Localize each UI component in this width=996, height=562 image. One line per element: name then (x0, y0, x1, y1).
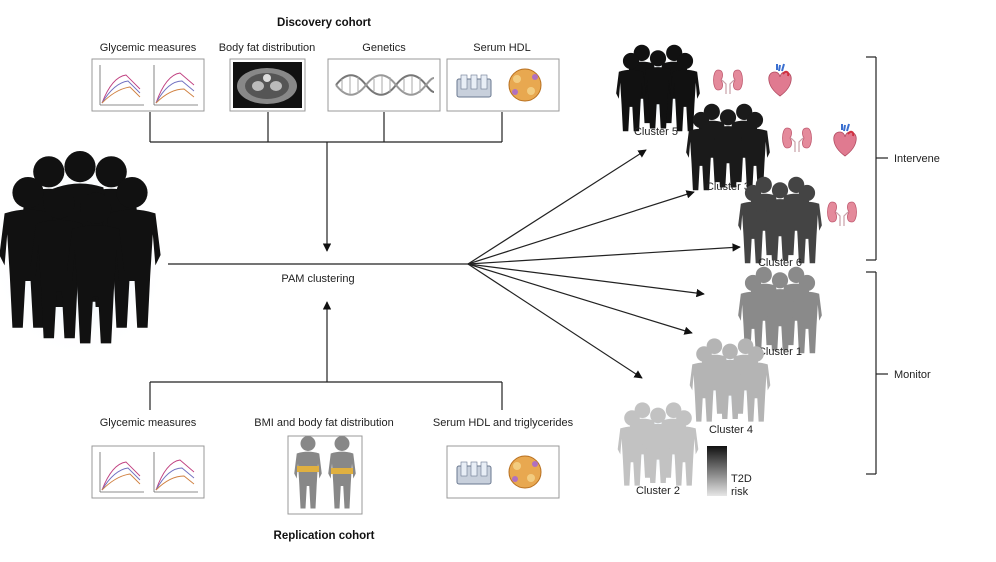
mri-scan-icon (229, 58, 306, 112)
arrow-to-cluster-6 (467, 243, 741, 265)
cluster-3-label: Cluster 3 (706, 181, 750, 193)
discovery-title: Discovery cohort (277, 17, 371, 29)
discovery-panel-label-hdl: Serum HDL (473, 42, 530, 54)
cluster-4-label: Cluster 4 (709, 424, 753, 436)
arrow-to-cluster-2 (467, 263, 643, 379)
cluster-arrows (467, 149, 741, 379)
monitor-label: Monitor (894, 369, 931, 381)
arrow-to-cluster-1 (467, 263, 705, 298)
t2d-risk-gradient-bar (707, 446, 727, 496)
cluster-5-heart-icon (767, 63, 793, 97)
discovery-panel-label-glycemic: Glycemic measures (100, 42, 197, 54)
glycemic-chart-icon (91, 58, 205, 112)
cluster-6-label: Cluster 6 (758, 257, 802, 269)
replication-title: Replication cohort (274, 530, 375, 542)
monitor-bracket (866, 271, 888, 475)
replication-panel-label-glycemic: Glycemic measures (100, 417, 197, 429)
cluster-2-label: Cluster 2 (636, 485, 680, 497)
intervene-label: Intervene (894, 153, 940, 165)
replication-panel-label-hdl-tg: Serum HDL and triglycerides (433, 417, 574, 429)
discovery-bracket (149, 112, 503, 143)
t2d-risk-label-line1: T2D (731, 473, 752, 485)
hdl-icon (446, 58, 560, 112)
replication-glycemic-chart-icon (91, 445, 205, 499)
t2d-risk-label-line2: risk (731, 486, 749, 498)
cluster-3-kidney-icon (781, 127, 813, 153)
cluster-6-kidney-icon (826, 201, 858, 227)
discovery-panel-label-body-fat: Body fat distribution (219, 42, 316, 54)
cluster-1-crowd-icon (738, 267, 822, 353)
replication-bracket (149, 381, 503, 410)
arrow-to-cluster-4 (467, 263, 693, 335)
cluster-1-label: Cluster 1 (758, 346, 802, 358)
cluster-3-crowd-icon (686, 104, 770, 190)
pam-clustering-label: PAM clustering (281, 273, 354, 285)
arrow-to-cluster-5 (467, 149, 647, 265)
body-fat-figure-icon (287, 435, 363, 515)
replication-hdl-icon (446, 445, 560, 499)
discovery-panel-label-genetics: Genetics (362, 42, 406, 54)
cluster-6-crowd-icon (738, 177, 822, 263)
dna-icon (327, 58, 441, 112)
cluster-5-label: Cluster 5 (634, 126, 678, 138)
intervene-bracket (866, 56, 888, 261)
cluster-3-heart-icon (832, 123, 858, 157)
cluster-5-kidney-icon (712, 69, 744, 95)
arrow-to-cluster-3 (467, 190, 695, 265)
replication-panel-label-bmi: BMI and body fat distribution (254, 417, 393, 429)
